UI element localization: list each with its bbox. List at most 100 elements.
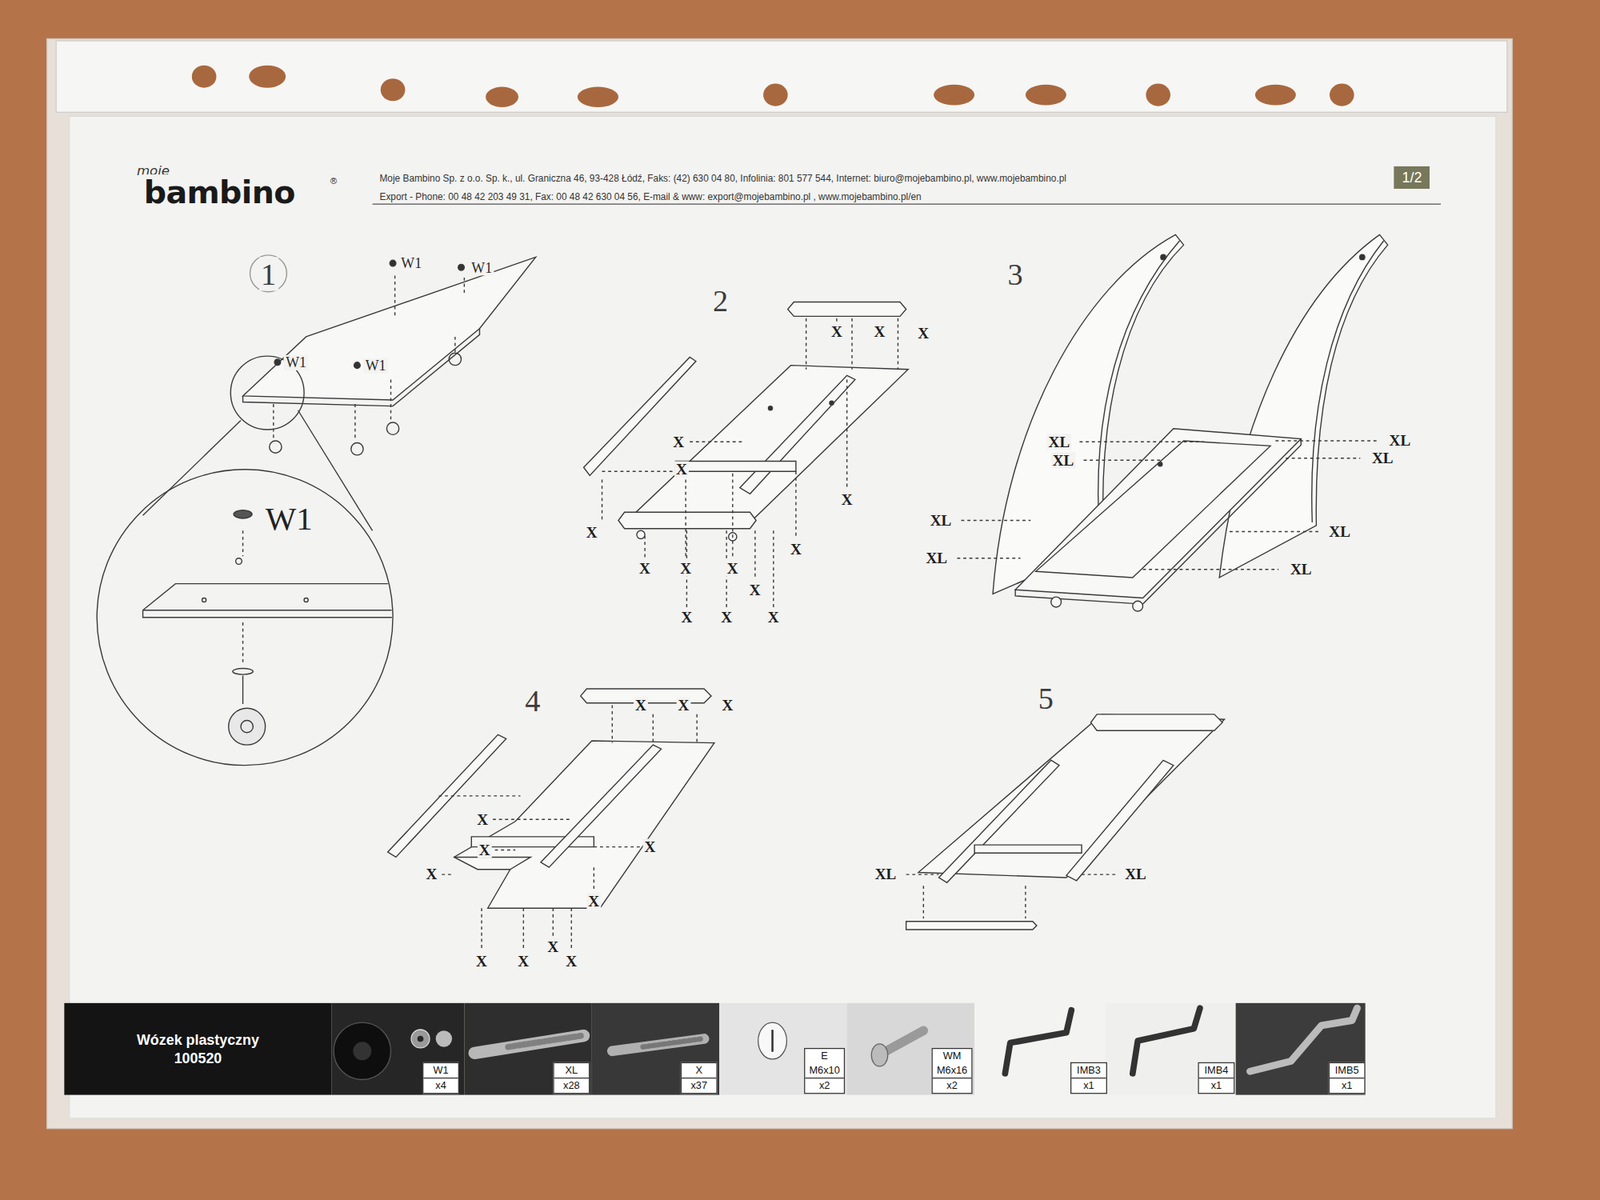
step2-drawing <box>772 530 774 608</box>
step1-drawing <box>232 668 254 675</box>
part-tag: IMB5x1 <box>1328 1062 1366 1095</box>
hex-key-photo <box>1132 1008 1200 1074</box>
part-callout: X <box>676 696 692 714</box>
part-callout: W1 <box>469 260 495 276</box>
step2-drawing <box>675 461 796 472</box>
punch-hole <box>933 84 975 106</box>
plastic-sleeve <box>47 38 1513 1128</box>
part-tag: Xx37 <box>680 1062 718 1095</box>
step5-drawing <box>1091 714 1224 731</box>
step1-drawing <box>351 443 364 456</box>
part-quantity: x37 <box>681 1077 716 1093</box>
caster-photo <box>352 1041 372 1060</box>
step2-drawing <box>829 400 834 405</box>
step4-drawing <box>492 819 572 820</box>
parts-strip <box>719 1003 847 1096</box>
part-callout: X <box>637 560 653 577</box>
caster-photo <box>417 1036 424 1043</box>
part-callout: XL <box>1387 432 1413 449</box>
step5-drawing <box>1066 760 1174 881</box>
part-tag: IMB4x1 <box>1197 1062 1235 1095</box>
step2-drawing <box>584 356 696 476</box>
caster-photo <box>411 1029 430 1048</box>
step2-drawing <box>754 530 756 580</box>
step1-drawing <box>390 379 392 420</box>
step3-drawing <box>1312 240 1384 523</box>
screw-photo <box>474 1022 924 1067</box>
step4-drawing <box>593 846 640 848</box>
brand-logo: ® <box>328 176 340 188</box>
step1-drawing <box>354 362 361 369</box>
step2-drawing <box>644 536 645 559</box>
step1-drawing <box>228 708 266 745</box>
step3-drawing <box>1079 441 1204 443</box>
step3-drawing <box>961 520 1032 521</box>
step3-drawing <box>1285 457 1360 459</box>
part-callout: X <box>516 952 532 970</box>
part-callout: W1 <box>263 500 315 537</box>
parts-strip <box>332 1003 1366 1096</box>
step5-drawing <box>906 714 1225 930</box>
step1-drawing <box>249 255 287 292</box>
step1-drawing <box>274 359 281 366</box>
part-callout: XL <box>1123 865 1149 883</box>
punch-hole <box>1329 84 1355 107</box>
part-callout: X <box>828 323 844 340</box>
step3-drawing <box>1360 254 1365 260</box>
step1-drawing <box>242 675 244 704</box>
part-name: X <box>681 1063 716 1078</box>
part-callout: X <box>564 952 580 970</box>
step2-drawing <box>602 471 674 472</box>
step4-drawing <box>696 714 697 744</box>
punch-hole <box>485 86 519 108</box>
header-rule <box>372 203 1441 204</box>
step-number: 3 <box>1005 256 1025 291</box>
step1-drawing <box>389 260 396 267</box>
part-quantity: x4 <box>423 1077 458 1093</box>
part-callout: X <box>642 838 658 856</box>
part-name: 1/2 <box>1402 169 1423 186</box>
punch-hole <box>1255 84 1296 106</box>
part-callout: X <box>916 324 932 342</box>
step2-drawing <box>836 318 837 323</box>
screw-photo <box>508 1036 582 1048</box>
step-number: 5 <box>1036 680 1056 715</box>
part-quantity: x1 <box>1329 1077 1364 1093</box>
step2-drawing <box>740 375 856 494</box>
plastic-sleeve <box>47 38 1513 1128</box>
step4-drawing <box>523 908 524 952</box>
part-name: E <box>804 1048 844 1064</box>
step1-drawing <box>143 420 241 516</box>
punch-hole <box>192 65 217 88</box>
punch-hole <box>248 65 286 88</box>
step1-drawing <box>354 404 356 441</box>
step1-drawing <box>202 597 207 602</box>
part-quantity: M6x16 <box>932 1063 972 1078</box>
step1-drawing <box>274 260 464 368</box>
step5-drawing <box>906 874 1116 919</box>
caster-photo <box>436 1030 452 1047</box>
step1-drawing <box>269 440 282 453</box>
step1-drawing <box>448 352 461 365</box>
part-callout: XL <box>1327 523 1353 540</box>
header-rule <box>372 203 1441 204</box>
step-number: 4 <box>523 683 543 717</box>
step4-drawing <box>441 873 454 875</box>
part-callout: X <box>545 938 561 956</box>
part-quantity: 100520 <box>174 1048 223 1068</box>
part-tag: W1x4 <box>422 1062 460 1095</box>
part-callout: XL <box>1369 449 1396 467</box>
part-callout: X <box>473 952 489 970</box>
part-quantity: x1 <box>1071 1077 1106 1093</box>
part-quantity: x1 <box>1199 1077 1234 1093</box>
step3-drawing <box>1015 438 1301 604</box>
step1-drawing <box>240 720 253 733</box>
step4-drawing <box>454 856 532 869</box>
screw-photo <box>643 1038 703 1047</box>
part-callout: X <box>586 892 602 909</box>
part-callout: X <box>747 580 763 598</box>
step2-drawing <box>632 365 908 523</box>
step4-drawing <box>612 704 613 743</box>
